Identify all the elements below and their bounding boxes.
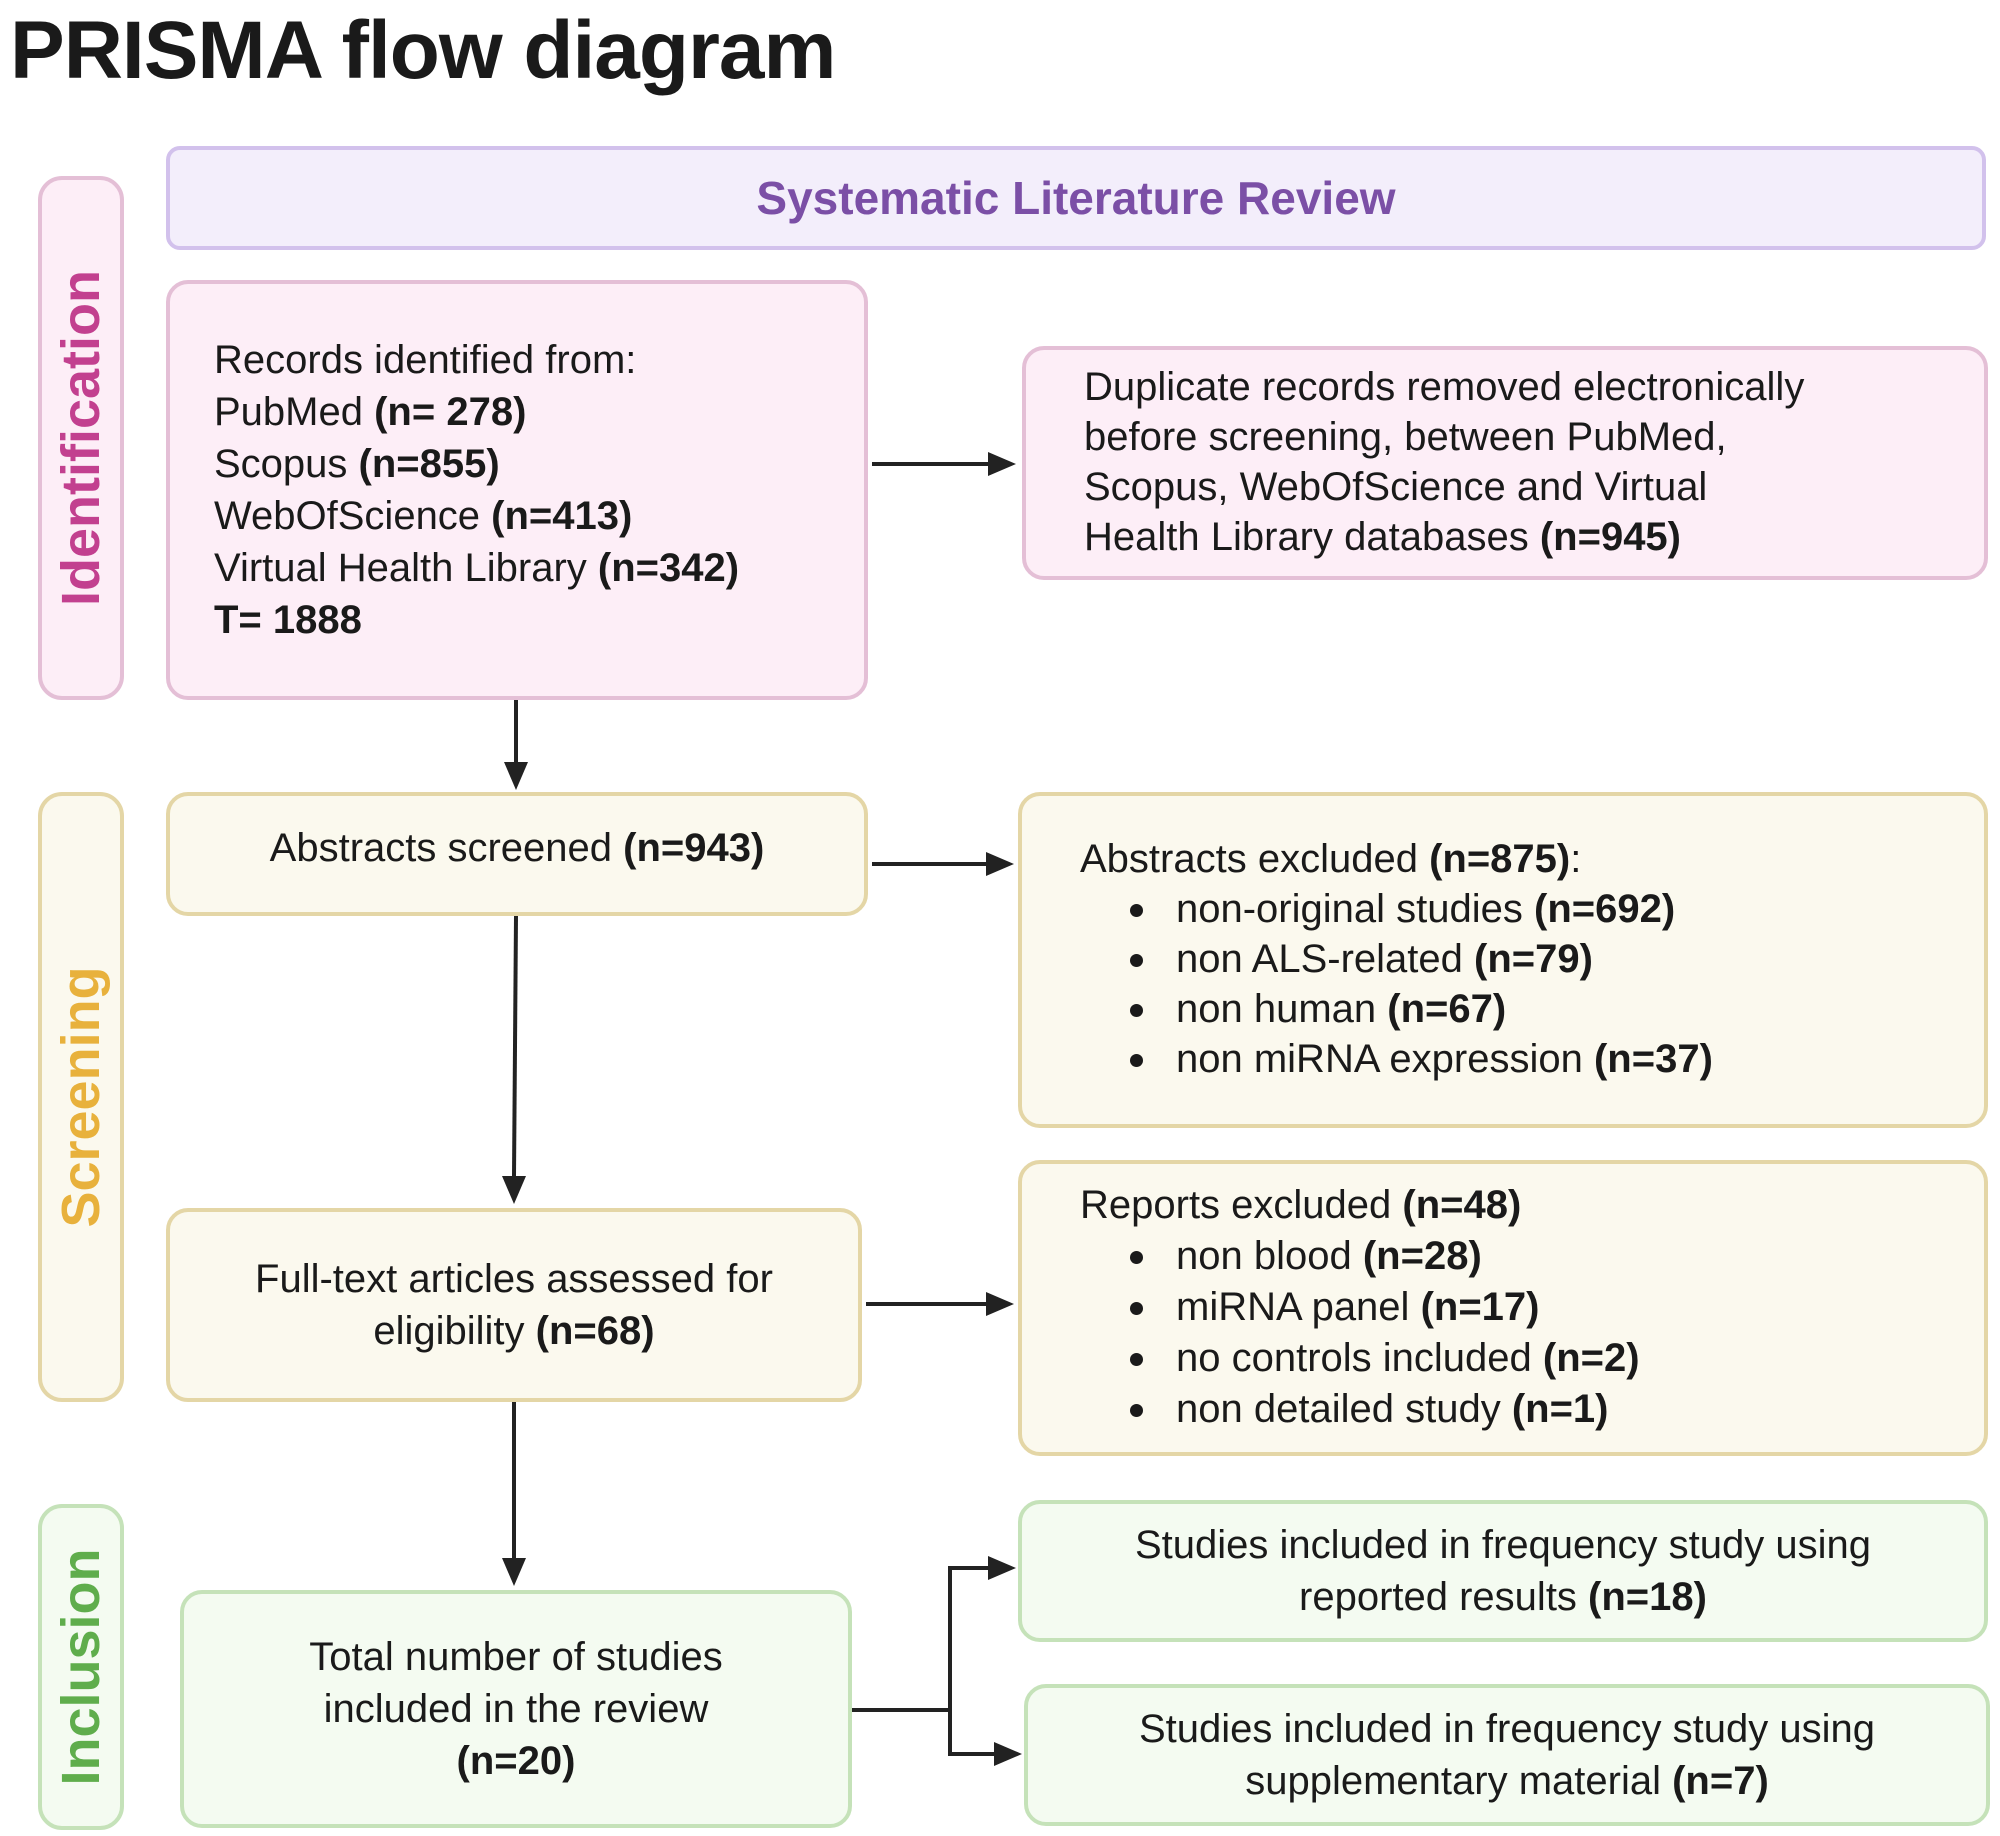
page-title: PRISMA flow diagram [10,5,836,96]
duplicates-line-1: Duplicate records removed electronically [1084,365,1805,409]
abstracts-excluded-heading: Abstracts excluded (n=875): [1080,837,1582,881]
fulltext-box: Full-text articles assessed for eligibil… [166,1208,862,1402]
list-item: non ALS-related (n=79) [1080,934,1984,984]
arrowhead [502,1558,526,1586]
abstracts-screened-box: Abstracts screened (n=943) [166,792,868,916]
fulltext-line-2: eligibility (n=68) [373,1309,655,1353]
total-included-line-1: Total number of studies [309,1635,723,1679]
abstracts-excluded-box: Abstracts excluded (n=875): non-original… [1018,792,1988,1128]
arrowhead [504,762,528,790]
duplicates-removed-box: Duplicate records removed electronically… [1022,346,1988,580]
list-item: miRNA panel (n=17) [1080,1282,1984,1333]
reports-excluded-list: non blood (n=28) miRNA panel (n=17) no c… [1080,1231,1984,1435]
fulltext-line-1: Full-text articles assessed for [255,1257,773,1301]
arrow-branch-up [948,1566,988,1710]
duplicates-line-3: Scopus, WebOfScience and Virtual [1084,465,1708,509]
freq-reported-box: Studies included in frequency study usin… [1018,1500,1988,1642]
phase-screening: Screening [38,792,124,1402]
reports-excluded-box: Reports excluded (n=48) non blood (n=28)… [1018,1160,1988,1456]
records-total: T= 1888 [214,598,362,642]
freq-reported-line-2: reported results (n=18) [1299,1575,1707,1619]
arrowhead [986,852,1014,876]
list-item: non-original studies (n=692) [1080,884,1984,934]
list-item: non human (n=67) [1080,984,1984,1034]
list-item: non miRNA expression (n=37) [1080,1034,1984,1084]
source-pubmed: PubMed (n= 278) [214,390,527,434]
list-item: no controls included (n=2) [1080,1333,1984,1384]
records-identified-box: Records identified from: PubMed (n= 278)… [166,280,868,700]
records-heading: Records identified from: [214,338,637,382]
arrowhead [994,1742,1022,1766]
source-vhl: Virtual Health Library (n=342) [214,546,740,590]
duplicates-line-4: Health Library databases (n=945) [1084,515,1681,559]
freq-reported-line-1: Studies included in frequency study usin… [1134,1523,1871,1567]
list-item: non detailed study (n=1) [1080,1384,1984,1435]
abstracts-screened-label: Abstracts screened (n=943) [269,826,765,870]
freq-supplementary-box: Studies included in frequency study usin… [1024,1684,1990,1826]
arrowhead [988,452,1016,476]
phase-identification: Identification [38,176,124,700]
source-scopus: Scopus (n=855) [214,442,500,486]
reports-excluded-heading: Reports excluded (n=48) [1080,1183,1522,1227]
freq-supplementary-line-2: supplementary material (n=7) [1245,1759,1769,1803]
arrowhead [988,1556,1016,1580]
total-included-line-2: included in the review [323,1687,709,1731]
freq-supplementary-line-1: Studies included in frequency study usin… [1138,1707,1875,1751]
header-box: Systematic Literature Review [166,146,1986,250]
list-item: non blood (n=28) [1080,1231,1984,1282]
arrowhead [986,1292,1014,1316]
total-included-count: (n=20) [456,1739,576,1783]
arrowhead [502,1176,526,1204]
header-label: Systematic Literature Review [756,172,1396,224]
total-included-box: Total number of studies included in the … [180,1590,852,1828]
source-webofscience: WebOfScience (n=413) [214,494,633,538]
arrow-abstracts-to-fulltext [512,915,518,1177]
abstracts-excluded-list: non-original studies (n=692) non ALS-rel… [1080,884,1984,1084]
phase-inclusion: Inclusion [38,1504,124,1830]
duplicates-line-2: before screening, between PubMed, [1084,415,1727,459]
arrow-branch-down [948,1710,994,1756]
